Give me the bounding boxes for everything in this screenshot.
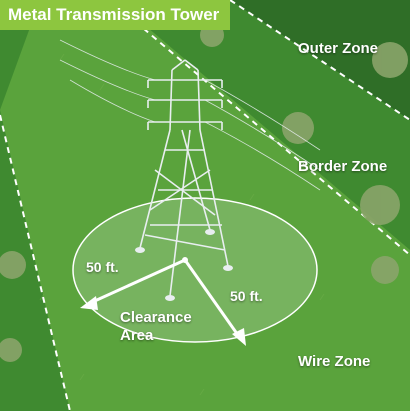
wire-zone-boundary-left xyxy=(0,114,71,411)
tower-feet xyxy=(135,229,233,301)
outer-zone-area xyxy=(230,0,410,120)
outer-zone-label: Outer Zone xyxy=(298,40,379,57)
clearance-area-circle xyxy=(72,197,318,343)
grass-texture xyxy=(39,53,355,396)
page-title: Metal Transmission Tower xyxy=(0,0,230,30)
clearance-label-line2: Area xyxy=(120,327,154,344)
wire-zone-label: Wire Zone xyxy=(298,353,371,370)
shrub xyxy=(0,251,26,279)
shrub xyxy=(360,185,400,225)
arrow-left-head xyxy=(80,296,98,310)
arrow-left-shaft xyxy=(87,258,186,306)
shrub xyxy=(0,338,22,362)
clearance-area-label: Clearance Area xyxy=(120,309,192,345)
arrow-origin-dot xyxy=(182,257,188,263)
shrub xyxy=(372,42,408,78)
power-lines xyxy=(59,39,321,191)
right-distance-label: 50 ft. xyxy=(230,288,263,304)
arrow-right-shaft xyxy=(183,259,242,339)
arrow-right-head xyxy=(232,328,246,346)
shrub xyxy=(282,112,314,144)
outer-zone-boundary xyxy=(229,0,410,121)
left-distance-label: 50 ft. xyxy=(86,259,119,275)
transmission-tower xyxy=(139,59,229,297)
border-zone-label: Border Zone xyxy=(298,158,388,175)
shrubs xyxy=(0,23,408,362)
shrub xyxy=(371,256,399,284)
clearance-label-line1: Clearance xyxy=(120,309,192,326)
